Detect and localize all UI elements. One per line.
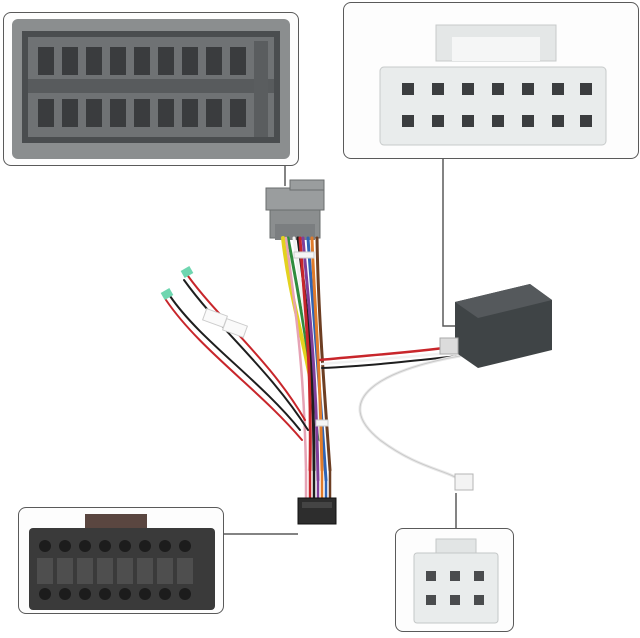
panel-grey-connector-closeup — [3, 12, 299, 166]
cable-tie — [315, 419, 329, 427]
white-module-connector-closeup — [379, 24, 607, 146]
cable-tie — [293, 251, 315, 259]
grey-connector-closeup — [12, 19, 290, 159]
small-white-plug — [454, 473, 474, 491]
callout-line-top-right — [442, 159, 455, 327]
panel-white-module-connector — [343, 2, 639, 159]
black-harness-connector — [297, 497, 337, 525]
control-module — [439, 284, 552, 368]
wire-bundle — [165, 236, 464, 500]
panel-black-connector-closeup — [18, 507, 224, 614]
panel-small-white-connector — [395, 528, 514, 632]
small-white-connector-closeup — [413, 538, 499, 624]
black-connector-closeup — [29, 514, 215, 610]
grey-harness-connector — [265, 179, 325, 240]
wire-tips — [160, 266, 249, 339]
